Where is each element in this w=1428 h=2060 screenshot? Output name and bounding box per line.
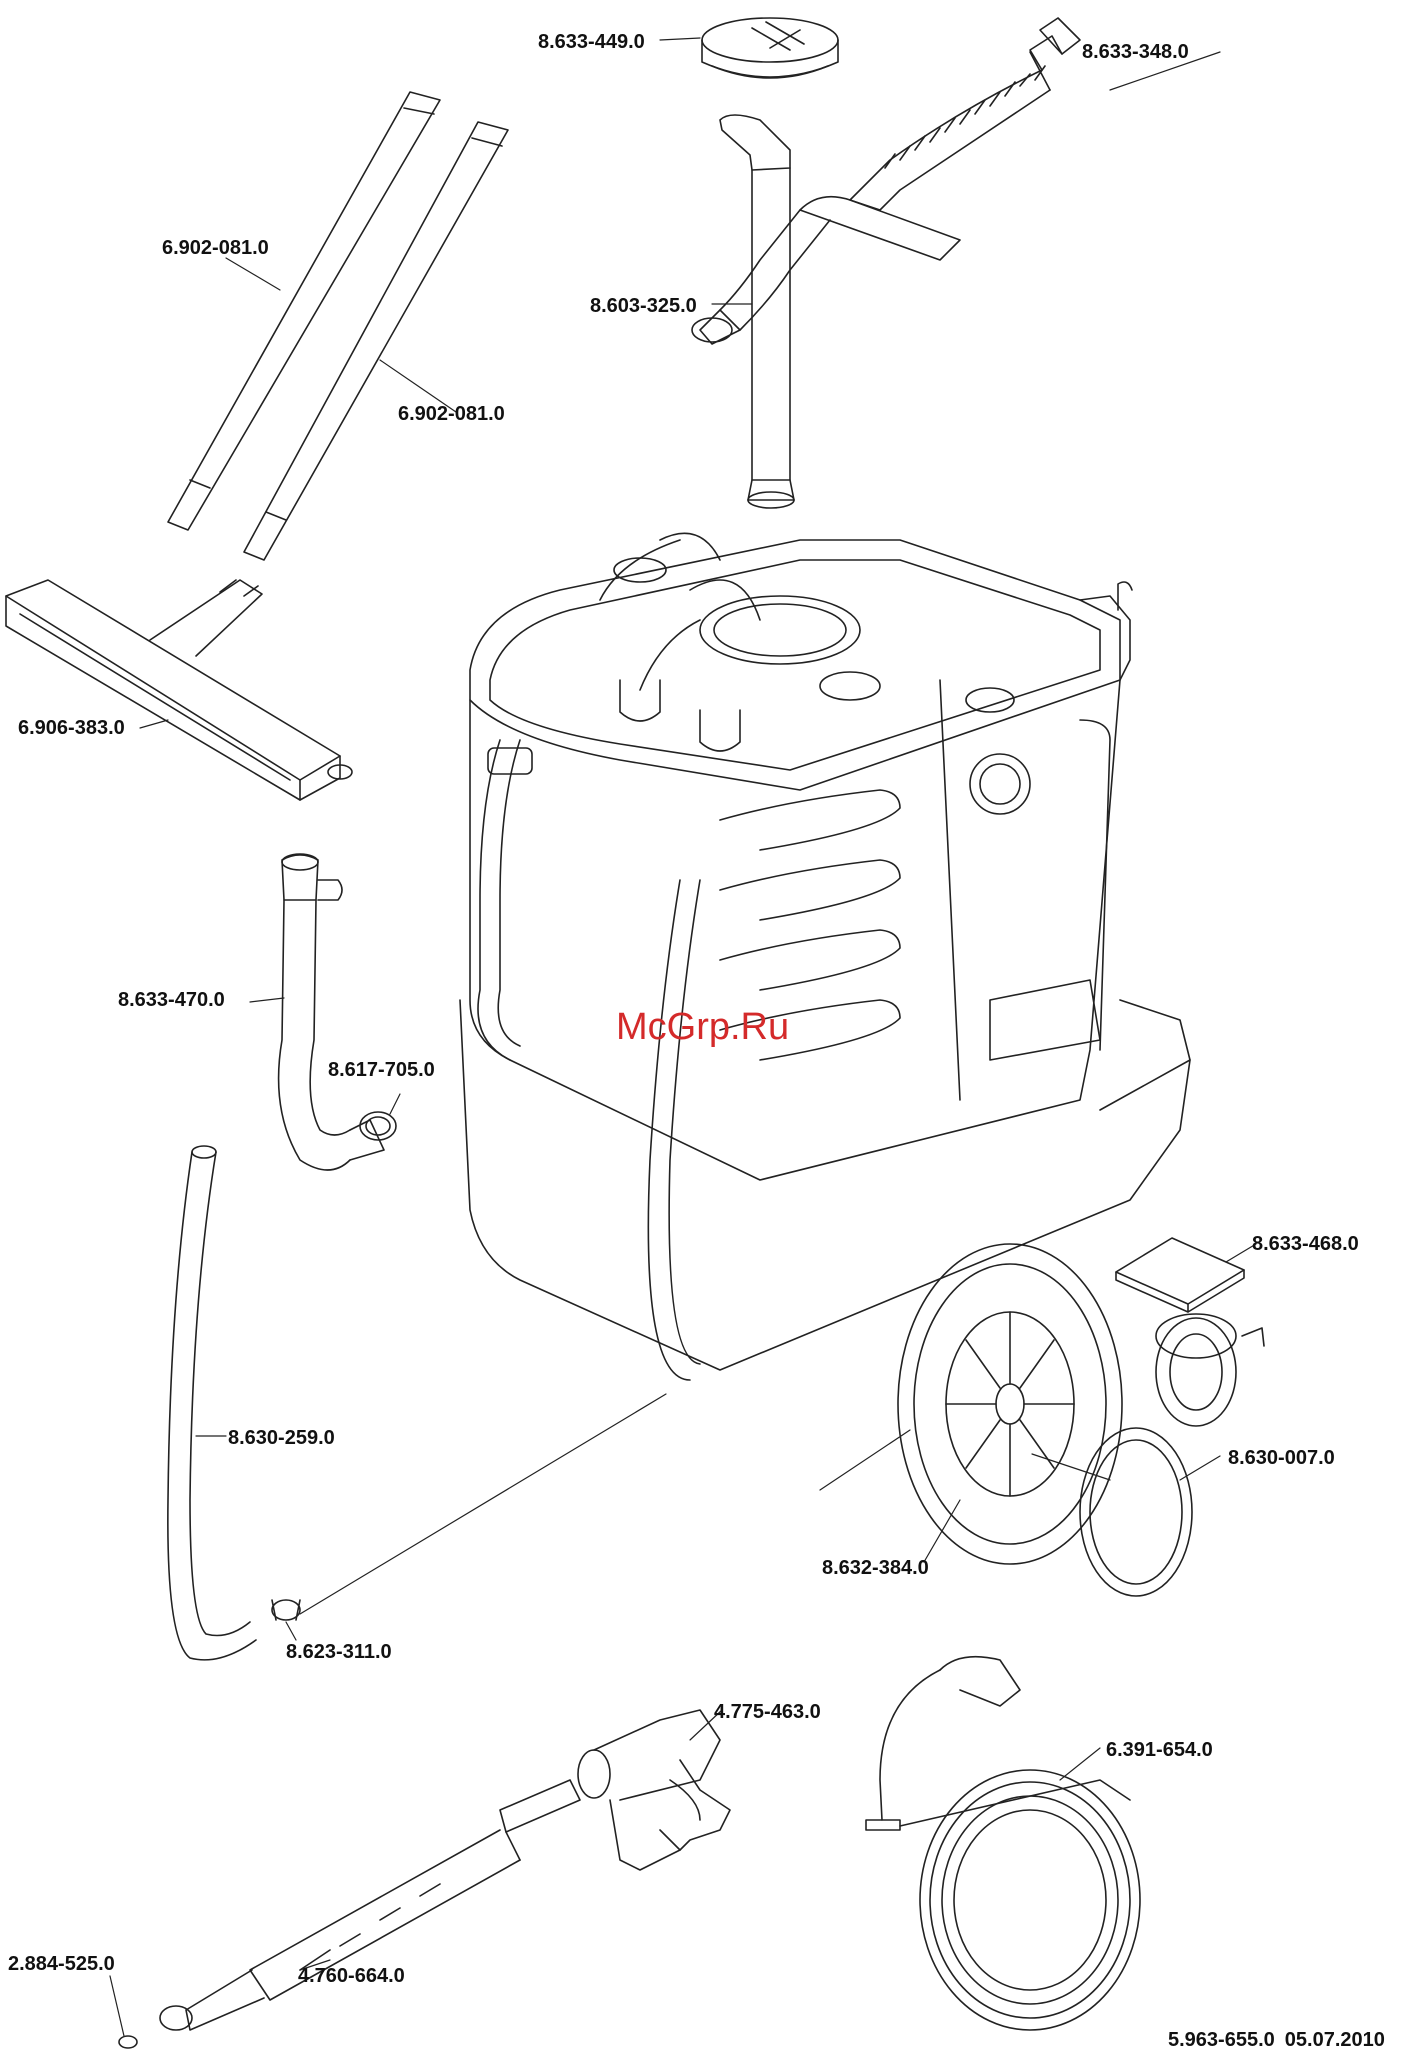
- floor-nozzle-drawing: [6, 580, 352, 800]
- fitting-drawing: [272, 1600, 300, 1620]
- document-date: 05.07.2010: [1285, 2029, 1385, 2051]
- part-label-spray-gun: 4.775-463.0: [714, 1702, 821, 1722]
- part-label-hose-coupling: 8.633-470.0: [118, 990, 225, 1010]
- spray-gun-drawing: [578, 1710, 730, 1870]
- part-label-drain-hose: 8.630-259.0: [228, 1428, 335, 1448]
- wheel-drawing: [898, 1244, 1122, 1564]
- part-label-suction-tube-upper: 6.902-081.0: [162, 238, 269, 258]
- part-label-wheel: 8.632-384.0: [822, 1558, 929, 1578]
- spray-lance-drawing: [160, 1780, 580, 2030]
- castor-wheel-drawing: [1116, 1238, 1264, 1426]
- hub-cap-drawing: [1080, 1428, 1192, 1596]
- high-pressure-hose-drawing: [866, 1657, 1140, 2030]
- nozzle-drawing: [119, 2036, 137, 2048]
- part-label-hose-clamp: 8.617-705.0: [328, 1060, 435, 1080]
- suction-tubes-drawing: [168, 92, 508, 560]
- part-label-castor-wheel: 8.633-468.0: [1252, 1234, 1359, 1254]
- document-number: 5.963-655.0: [1168, 2029, 1275, 2051]
- footer: 5.963-655.0 05.07.2010: [1168, 2030, 1395, 2050]
- part-label-suction-hose: 8.633-348.0: [1082, 42, 1189, 62]
- watermark: McGrp.Ru: [616, 1008, 789, 1046]
- machine-body-drawing: [460, 533, 1190, 1370]
- suction-hose-drawing: [692, 18, 1080, 344]
- part-label-cap: 8.633-449.0: [538, 32, 645, 52]
- part-label-pipe: 8.603-325.0: [590, 296, 697, 316]
- part-label-hub-cap: 8.630-007.0: [1228, 1448, 1335, 1468]
- part-label-spray-lance: 4.760-664.0: [298, 1966, 405, 1986]
- part-label-suction-tube-lower: 6.902-081.0: [398, 404, 505, 424]
- hose-with-coupling-drawing: [279, 854, 384, 1170]
- part-label-fitting: 8.623-311.0: [286, 1642, 392, 1662]
- drain-hose-drawing: [168, 1146, 256, 1660]
- part-label-hose-reel: 6.391-654.0: [1106, 1740, 1213, 1760]
- part-label-floor-nozzle: 6.906-383.0: [18, 718, 125, 738]
- part-label-nozzle: 2.884-525.0: [8, 1954, 115, 1974]
- tank-cap-drawing: [702, 18, 838, 78]
